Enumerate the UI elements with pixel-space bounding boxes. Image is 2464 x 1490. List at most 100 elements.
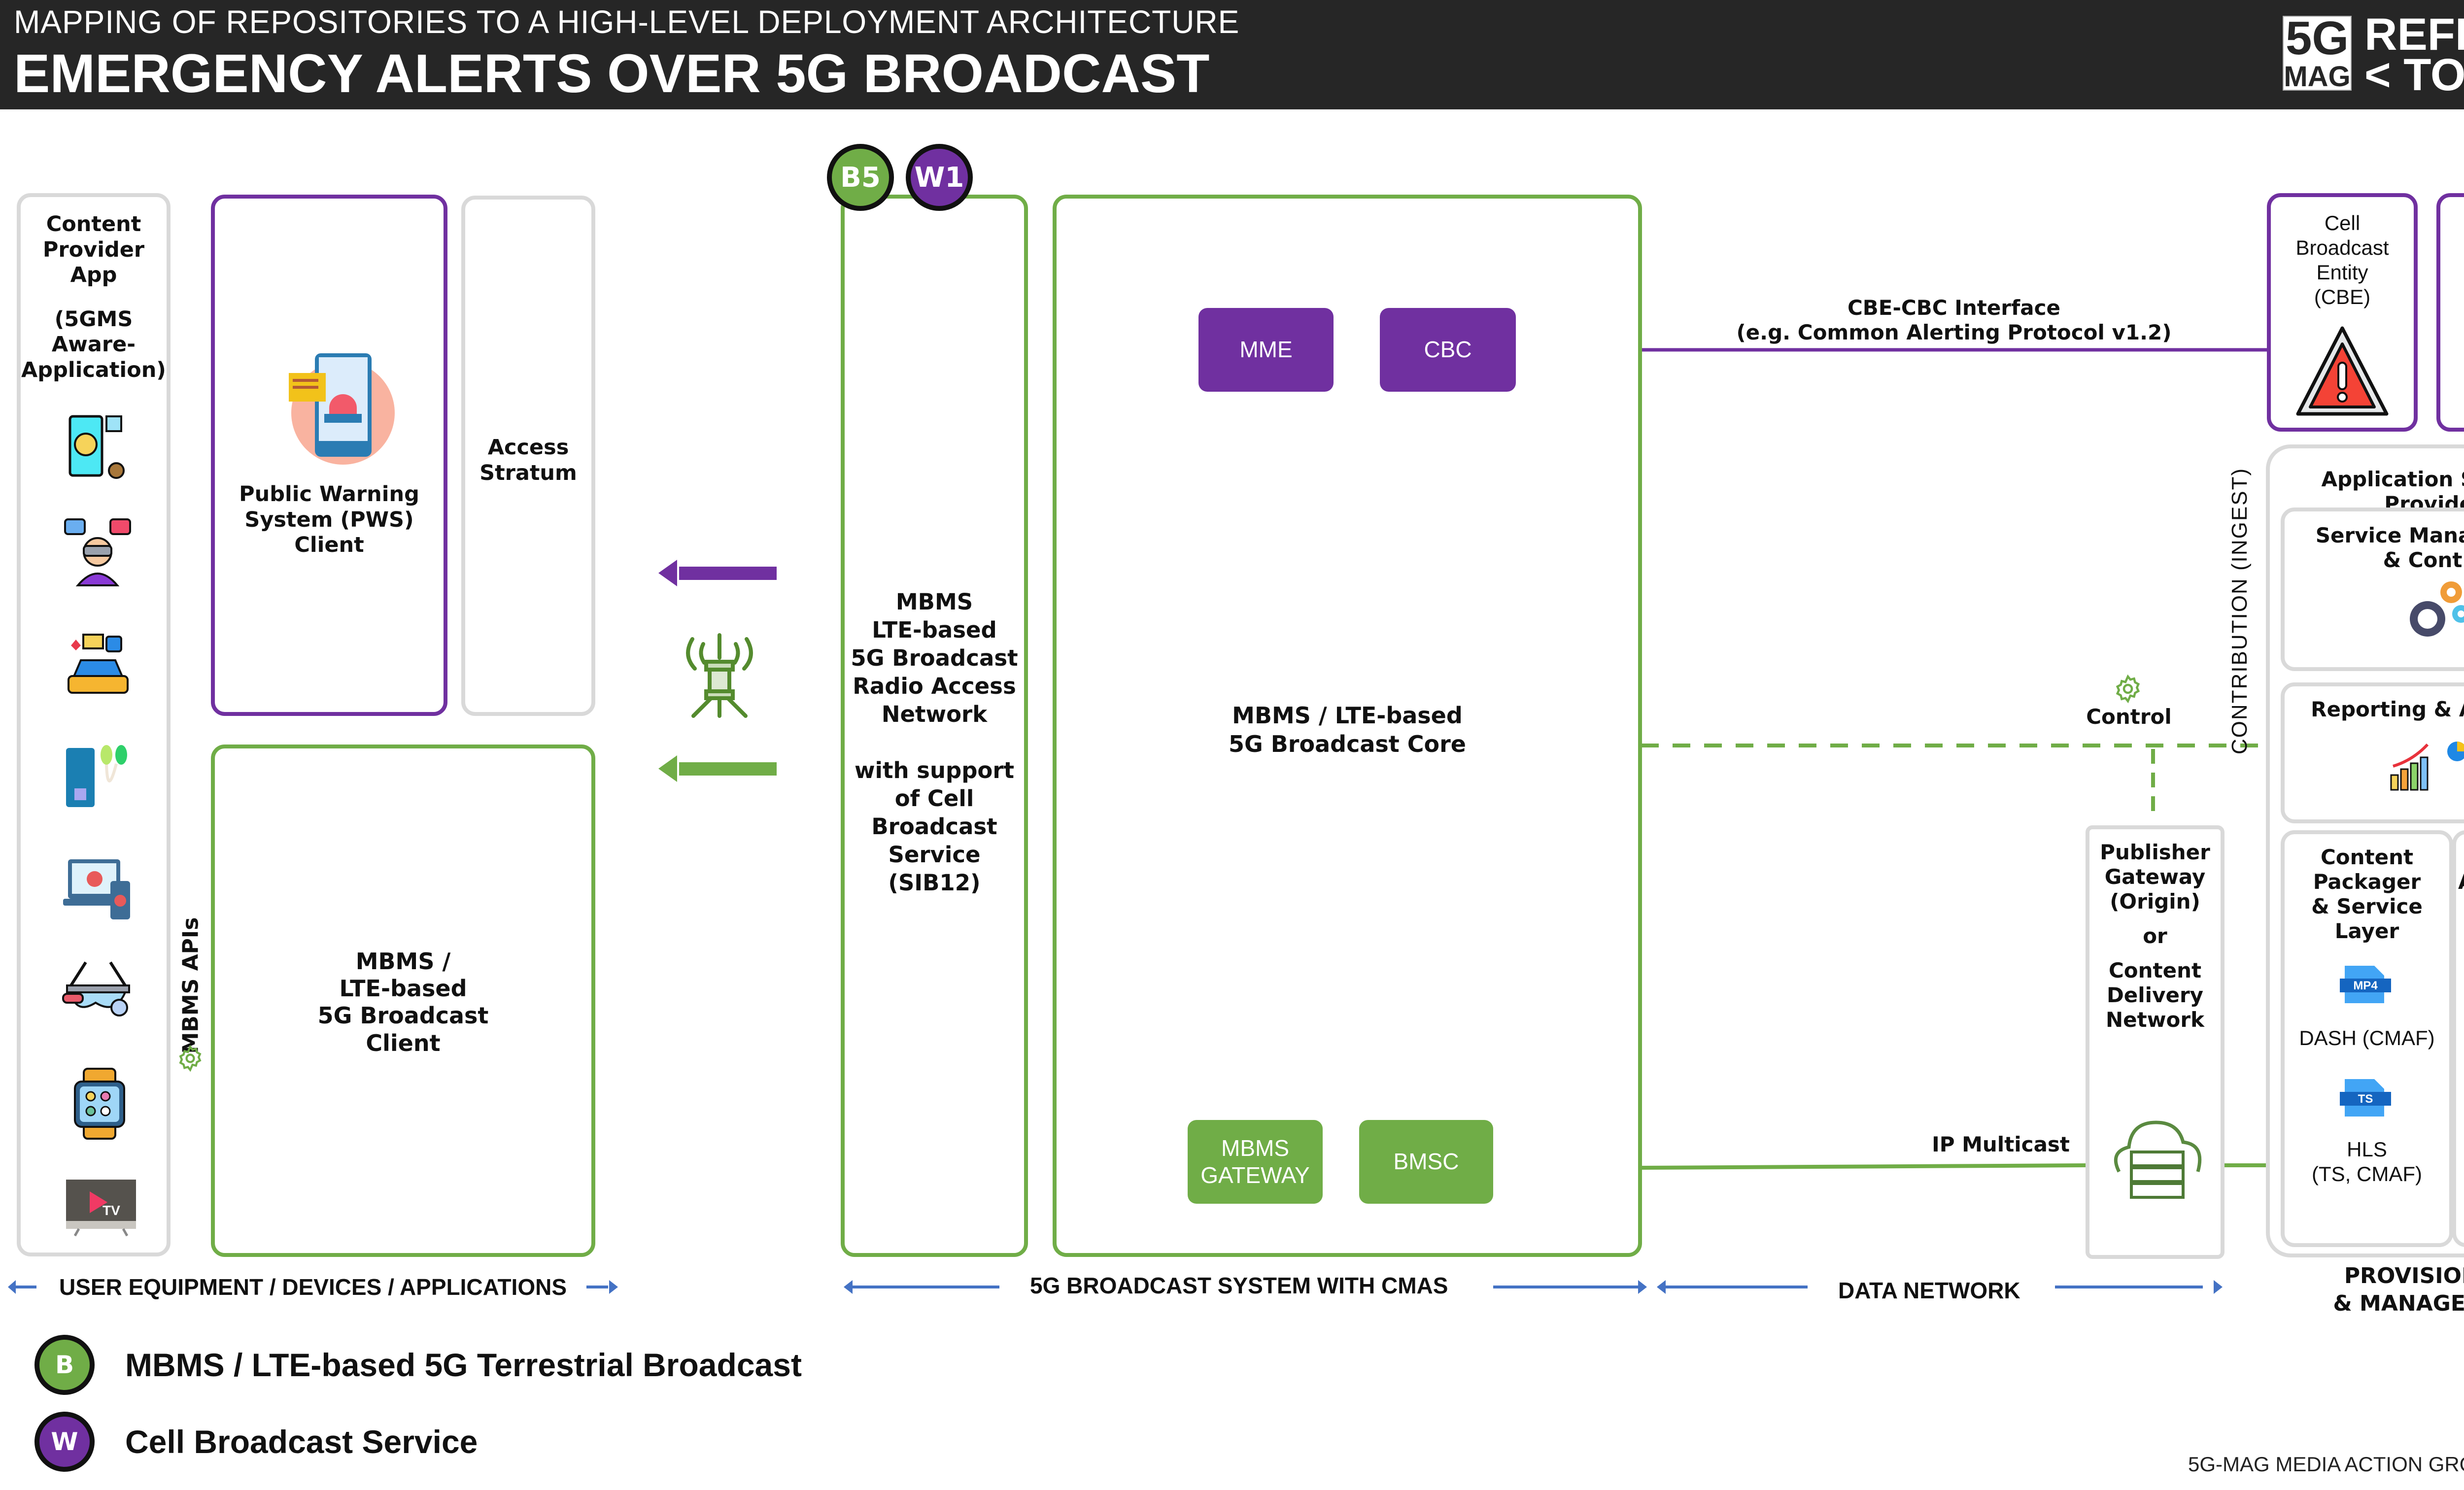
legend-label-b: MBMS / LTE-based 5G Terrestrial Broadcas… [125,1347,802,1383]
cbe-cbc-interface-label: CBE-CBC Interface (e.g. Common Alerting … [1715,296,2193,345]
badge-w1: W1 [906,144,973,211]
pws-line: Client [294,533,364,558]
core-label: MBMS / LTE-based 5G Broadcast Core [1057,701,1638,758]
hls-label: HLS (TS, CMAF) [2285,1137,2449,1186]
logo-tools: < TOOLS /> [2364,50,2464,100]
mbms-client-line: LTE-based [339,975,467,1002]
mme-node[interactable]: MME [1198,308,1334,392]
access-stratum-panel: Access Stratum [461,196,595,716]
packager-line: Packager [2313,870,2421,894]
publisher-line: Delivery [2106,983,2204,1007]
axis-arrows [8,1280,2223,1294]
ts-text: TS [2358,1092,2373,1106]
cbe-line: Cell [2324,211,2361,235]
as-line: Access [487,435,569,460]
publisher-label: Publisher Gateway (Origin) or Content De… [2089,840,2221,1032]
axis-label-system: 5G BROADCAST SYSTEM WITH CMAS [1030,1273,1448,1298]
access-stratum-label: Access Stratum [465,435,591,486]
tv-label: TV [103,1203,120,1218]
cbe-line: Entity [2316,261,2368,284]
music-app-phone-icon[interactable] [65,414,129,483]
legend-badge-b: B [34,1335,95,1395]
cloud-server-icon [2114,1120,2202,1199]
control-gear-icon [2116,674,2140,704]
cpa-line: Application) [21,357,166,382]
reporting-analytics-panel[interactable]: Reporting & Analytics [2281,682,2464,823]
content-application-provider-panel[interactable]: Content Application Provider [2452,830,2464,1247]
broadcast-tower-icon [686,633,753,718]
cap-line: Content [2456,845,2464,870]
gear-icon [179,1045,202,1072]
laptop-phone-video-icon[interactable] [61,857,135,921]
as-line: Stratum [479,460,577,485]
dash-label: DASH (CMAF) [2299,1026,2435,1050]
legend-label-w: Cell Broadcast Service [125,1423,478,1460]
footer-copyright: 5G-MAG MEDIA ACTION GROUP © 2025 [2188,1453,2464,1476]
ran-line: 5G Broadcast [851,645,1018,671]
ts-file-icon: TS [2340,1079,2391,1117]
logo-reference: REFERENCE [2364,9,2464,60]
packager-line: Content [2320,845,2414,869]
service-management-panel[interactable]: Service Management & Control [2281,508,2464,671]
publisher-line: or [2143,924,2167,948]
audio-player-earbuds-icon[interactable] [62,744,131,813]
content-provider-app-label: Content Provider App (5GMS Aware- Applic… [21,212,167,383]
content-packager-panel[interactable]: Content Packager & Service Layer MP4 DAS… [2281,830,2453,1247]
pws-client-label: Public Warning System (PWS) Client [215,482,444,558]
contribution-vertical: CONTRIBUTION (INGEST) [2223,468,2257,754]
cap-label: Content Application Provider [2456,845,2464,919]
cbe-cbc-line2: (e.g. Common Alerting Protocol v1.2) [1736,320,2172,344]
publisher-line: (Origin) [2110,889,2200,914]
ran-line: of Cell [894,785,974,812]
asp-panel: Application Service Provider Service Man… [2266,444,2464,1257]
hls-line: HLS [2347,1138,2387,1161]
publisher-line: Gateway [2104,865,2206,889]
cbe-cbc-line1: CBE-CBC Interface [1847,296,2061,320]
mbms-apis-label: MBMS APIs [178,917,204,1054]
axis-label-ue: USER EQUIPMENT / DEVICES / APPLICATIONS [59,1274,567,1300]
mbms-client-line: Client [366,1029,441,1056]
badge-b5: B5 [827,144,894,211]
smart-glasses-icon[interactable] [61,958,135,1022]
gears-icon [2410,581,2464,637]
smartwatch-icon[interactable] [70,1067,129,1141]
connected-car-icon[interactable] [61,631,135,700]
cap-line: Provider [2456,894,2464,919]
legend-badge-w: W [34,1412,95,1472]
publisher-line: Content [2108,958,2202,982]
packager-line: Layer [2334,919,2399,943]
bmsc-node[interactable]: BMSC [1359,1120,1493,1204]
axis-label-data-network: DATA NETWORK [1838,1278,2020,1303]
pwa-line: Warning [2440,236,2464,260]
provisioning-line: & MANAGEMENT [2333,1291,2464,1316]
vr-user-icon[interactable] [63,517,132,586]
core-line: MBMS / LTE-based [1232,702,1463,729]
cpa-line: App [70,263,117,288]
legend-item-w: W Cell Broadcast Service [34,1412,872,1472]
mp4-text: MP4 [2353,979,2378,992]
logo-mag: MAG [2284,61,2351,93]
service-mgmt-label: Service Management & Control [2285,523,2464,573]
cbc-node[interactable]: CBC [1380,308,1516,392]
mbms-client-label: MBMS / LTE-based 5G Broadcast Client [215,948,591,1057]
broadcast-core-panel: MME CBC MBMS / LTE-based 5G Broadcast Co… [1053,195,1642,1257]
axis-label-provisioning: PROVISIONING & MANAGEMENT [2266,1262,2464,1318]
pwa-label: Public Warning Authority [2440,211,2464,285]
cbe-panel: Cell Broadcast Entity (CBE) [2267,193,2418,432]
pwa-line: Public [2440,211,2464,236]
contribution-label: CONTRIBUTION (INGEST) [2227,467,2252,755]
purple-arrow [658,560,777,586]
smart-tv-icon[interactable]: TV [64,1178,138,1237]
cpa-line: (5GMS [54,306,133,332]
ran-panel: MBMS LTE-based 5G Broadcast Radio Access… [841,195,1028,1257]
header-bar [0,0,2464,109]
cpa-line: Content [46,212,141,237]
core-line: 5G Broadcast Core [1228,731,1467,757]
ran-line: Broadcast [871,813,997,840]
page-title: EMERGENCY ALERTS OVER 5G BROADCAST [14,43,1210,104]
cbe-line: Broadcast [2295,236,2389,259]
publisher-line: Network [2105,1008,2204,1032]
phone-alert-siren-icon [289,353,395,465]
reporting-label: Reporting & Analytics [2311,697,2464,721]
